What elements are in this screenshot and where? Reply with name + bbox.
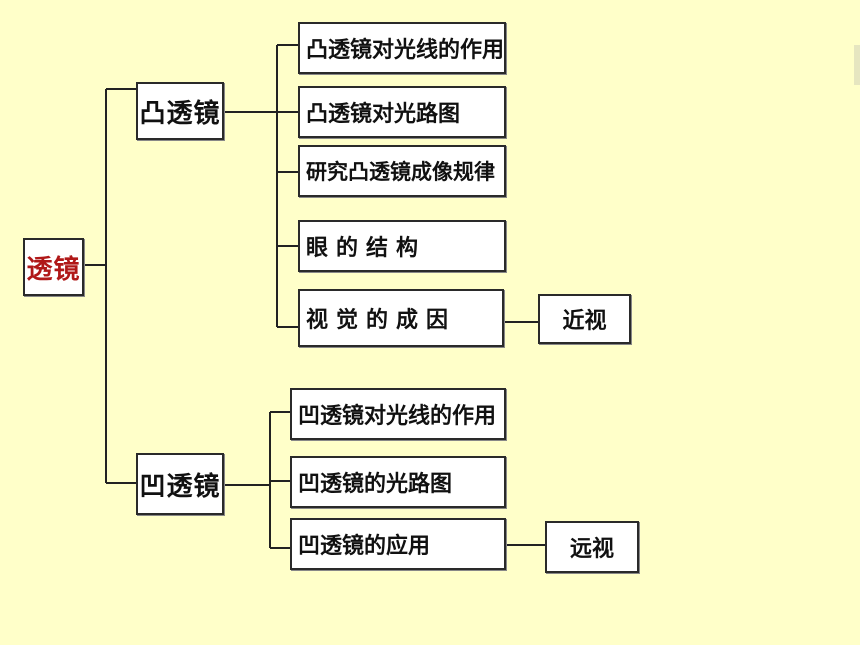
convex-item-1: 凸透镜对光线的作用: [298, 22, 506, 74]
convex-item-4: 眼的结构: [298, 220, 506, 272]
concave-item-2: 凹透镜的光路图: [290, 456, 506, 508]
convex-item-5: 视觉的成因: [298, 289, 504, 347]
convex-extra-node: 近视: [538, 294, 631, 344]
edge-strip: [854, 45, 860, 85]
convex-item-2: 凸透镜对光路图: [298, 86, 506, 138]
concave-item-1: 凹透镜对光线的作用: [290, 388, 506, 440]
concave-lens-node: 凹透镜: [136, 453, 224, 515]
concave-item-3: 凹透镜的应用: [290, 518, 506, 570]
convex-lens-node: 凸透镜: [136, 82, 224, 140]
root-node: 透镜: [23, 238, 84, 296]
convex-item-3: 研究凸透镜成像规律: [298, 145, 506, 197]
concave-extra-node: 远视: [545, 521, 639, 573]
